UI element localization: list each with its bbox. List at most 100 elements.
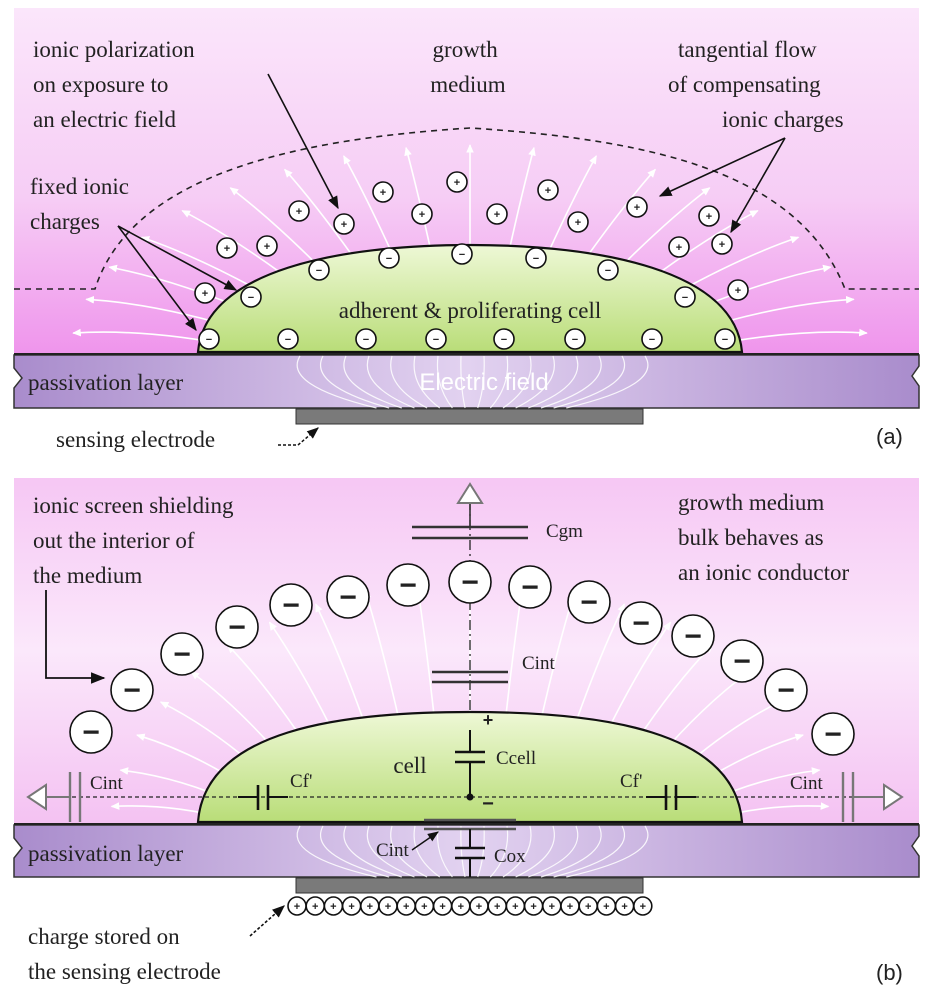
svg-text:−: − xyxy=(433,334,439,346)
field-line-arrow xyxy=(363,589,401,725)
field-line xyxy=(540,825,602,878)
field-line xyxy=(528,825,579,878)
svg-text:−: − xyxy=(733,645,751,678)
svg-text:−: − xyxy=(285,334,291,346)
svg-text:−: − xyxy=(339,581,357,614)
negative-ion-icon: − xyxy=(451,243,473,265)
panel-a-sensing-electrode-label: sensing electrode xyxy=(56,427,215,452)
panel-b-screening-charges: −−−−−−−−−−−−−−− xyxy=(69,560,855,756)
negative-ion-icon: − xyxy=(714,328,736,350)
svg-text:+: + xyxy=(476,901,482,913)
field-line xyxy=(515,825,555,878)
panel-b-sensing-electrode xyxy=(295,877,644,894)
svg-text:+: + xyxy=(603,901,609,913)
panel-b-electrode-charges: ++++++++++++++++++++ xyxy=(287,896,653,916)
positive-ion-icon: + xyxy=(727,279,749,301)
capacitor-ccell-label: Ccell xyxy=(496,748,536,769)
panel-b-field-in-passivation xyxy=(296,825,649,878)
positive-charge-icon: + xyxy=(378,896,398,916)
field-line xyxy=(436,825,453,878)
field-line xyxy=(319,355,390,409)
positive-ion-icon: + xyxy=(372,181,394,203)
capacitor-cgm-label: Cgm xyxy=(546,521,583,542)
panel-b-passivation-layer xyxy=(13,824,920,878)
panel-a-tag: (a) xyxy=(876,424,903,449)
panel-b-capacitors xyxy=(26,482,904,877)
svg-text:+: + xyxy=(330,901,336,913)
svg-text:+: + xyxy=(575,217,581,229)
panel-a-cell-label: adherent & proliferating cell xyxy=(339,298,601,323)
field-line xyxy=(319,825,390,878)
negative-ion-icon: − xyxy=(198,328,220,350)
svg-text:+: + xyxy=(367,901,373,913)
negative-ion-icon: − xyxy=(277,328,299,350)
svg-text:+: + xyxy=(549,901,555,913)
field-line xyxy=(540,355,602,409)
field-line xyxy=(366,355,415,409)
svg-text:+: + xyxy=(494,901,500,913)
panel-b: cell −−−−−−−−−−−−−−− passivation layer +… xyxy=(13,478,920,985)
field-line xyxy=(413,825,441,878)
negative-ion-icon: − xyxy=(269,583,313,627)
positive-charge-icon: + xyxy=(341,896,362,916)
svg-text:+: + xyxy=(294,901,300,913)
positive-ion-icon: + xyxy=(711,233,733,255)
negative-ion-icon: − xyxy=(671,614,715,658)
svg-text:−: − xyxy=(123,674,141,707)
capacitor-cint-left-label: Cint xyxy=(90,773,123,794)
panel-a-sensing-electrode xyxy=(295,408,644,425)
positive-ion-icon: + xyxy=(446,171,468,193)
field-line xyxy=(390,355,428,409)
negative-ion-icon: − xyxy=(508,565,552,609)
svg-text:+: + xyxy=(439,901,445,913)
panel-b-growth-medium-bulk-label: growth medium bulk behaves as an ionic c… xyxy=(678,490,850,585)
field-line-arrow xyxy=(314,603,368,731)
svg-text:+: + xyxy=(585,901,591,913)
negative-ion-icon: − xyxy=(641,328,663,350)
negative-ion-icon: − xyxy=(425,328,447,350)
positive-ion-icon: + xyxy=(486,203,508,225)
svg-text:+: + xyxy=(264,241,270,253)
svg-text:+: + xyxy=(621,901,627,913)
negative-ion-icon: − xyxy=(525,247,547,269)
capacitor-cf-right-label: Cf' xyxy=(620,771,642,792)
field-line xyxy=(566,355,649,409)
svg-text:−: − xyxy=(228,611,246,644)
svg-text:−: − xyxy=(459,249,465,261)
positive-charge-icon: + xyxy=(596,896,617,916)
svg-text:+: + xyxy=(296,206,302,218)
svg-text:−: − xyxy=(684,620,702,653)
svg-text:−: − xyxy=(824,718,842,751)
positive-charge-icon: + xyxy=(414,896,435,916)
panel-a-electric-field-label: Electric field xyxy=(419,369,548,396)
ccell-minus-sign: − xyxy=(482,793,494,815)
field-line xyxy=(528,355,579,409)
field-line xyxy=(460,825,466,878)
ccell-plus-sign: + xyxy=(483,710,494,730)
svg-text:+: + xyxy=(512,901,518,913)
field-line xyxy=(477,355,485,409)
panel-a-passivation-label: passivation layer xyxy=(28,370,184,395)
panel-b-tag: (b) xyxy=(876,960,903,985)
panel-b-ionic-screen-arrow xyxy=(45,590,106,684)
positive-charge-icon: + xyxy=(323,896,344,916)
svg-text:−: − xyxy=(649,334,655,346)
field-line xyxy=(566,825,649,878)
panel-b-ionic-screen-label: ionic screen shielding out the interior … xyxy=(33,493,239,588)
capacitor-cgm xyxy=(412,482,528,540)
panel-a-growth-medium-label: growth medium xyxy=(430,37,505,97)
capacitor-cint-bottom-label: Cint xyxy=(376,840,409,861)
field-line xyxy=(366,825,415,878)
svg-text:−: − xyxy=(282,589,300,622)
positive-charge-icon: + xyxy=(487,896,508,916)
panel-b-charge-stored-label: charge stored on the sensing electrode xyxy=(28,924,221,984)
field-line xyxy=(460,355,466,409)
panel-a-field-in-passivation xyxy=(296,355,649,409)
field-line xyxy=(343,355,402,409)
svg-text:+: + xyxy=(224,243,230,255)
capacitor-cf-right xyxy=(646,785,696,810)
svg-text:+: + xyxy=(380,187,386,199)
svg-text:+: + xyxy=(494,209,500,221)
negative-ion-icon: − xyxy=(567,580,611,624)
